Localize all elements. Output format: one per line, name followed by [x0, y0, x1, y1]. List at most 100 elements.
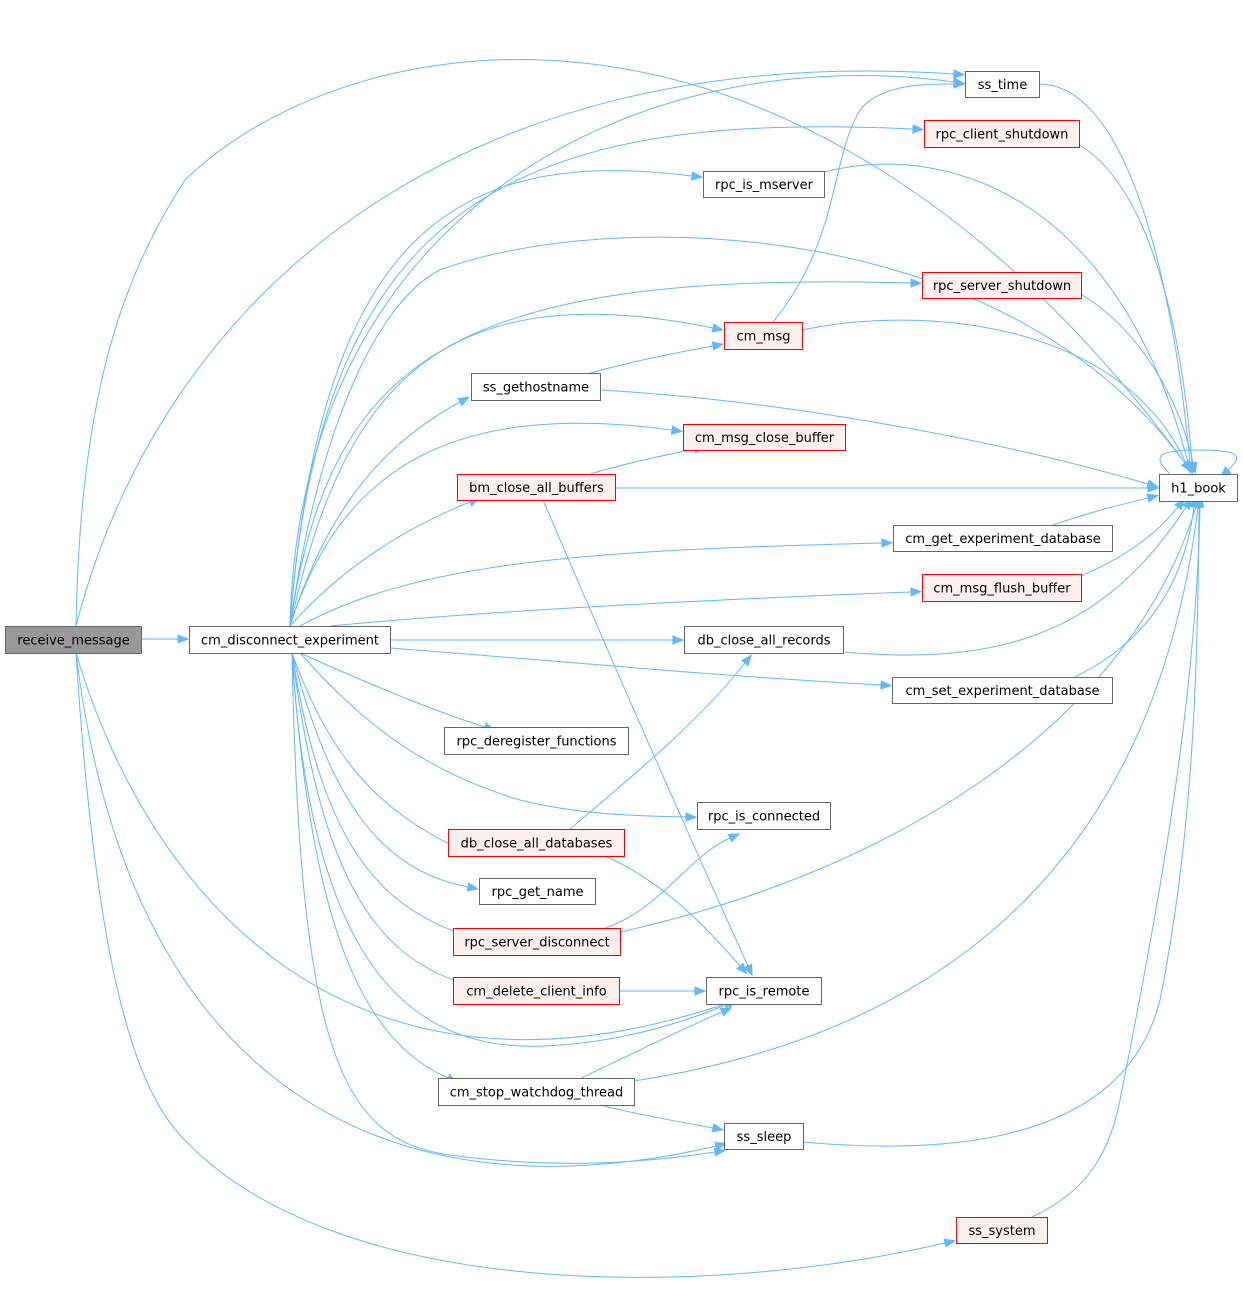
node-receive_message[interactable]: receive_message	[5, 626, 142, 654]
node-ss_system[interactable]: ss_system	[956, 1217, 1048, 1244]
edge-line	[75, 652, 726, 1041]
edge-line	[589, 345, 714, 374]
edge-cm_disconnect_experiment-to-db_close_all_databases	[291, 652, 466, 853]
node-cm_msg_flush_buffer[interactable]: cm_msg_flush_buffer	[922, 574, 1082, 602]
edge-line	[291, 652, 456, 848]
node-rpc_client_shutdown[interactable]: rpc_client_shutdown	[924, 120, 1080, 148]
node-db_close_all_records[interactable]: db_close_all_records	[684, 626, 844, 654]
edge-arrowhead	[672, 635, 685, 645]
node-db_close_all_databases[interactable]: db_close_all_databases	[448, 829, 625, 857]
edge-line	[291, 652, 716, 1164]
node-cm_disconnect_experiment[interactable]: cm_disconnect_experiment	[189, 626, 391, 654]
node-cm_get_experiment_database[interactable]: cm_get_experiment_database	[893, 525, 1113, 552]
node-cm_set_experiment_database[interactable]: cm_set_experiment_database	[892, 677, 1113, 704]
node-box	[5, 626, 142, 654]
edge-arrowhead	[880, 680, 893, 690]
node-label: cm_get_experiment_database	[905, 532, 1101, 547]
node-rpc_is_remote[interactable]: rpc_is_remote	[706, 977, 822, 1005]
node-cm_stop_watchdog_thread[interactable]: cm_stop_watchdog_thread	[438, 1078, 635, 1106]
node-label: rpc_server_shutdown	[933, 279, 1071, 294]
edge-cm_disconnect_experiment-to-rpc_client_shutdown	[289, 124, 925, 627]
edge-db_close_all_databases-to-rpc_is_remote	[604, 855, 748, 975]
node-box	[703, 171, 825, 198]
node-cm_msg_close_buffer[interactable]: cm_msg_close_buffer	[683, 424, 846, 451]
edge-arrowhead	[910, 587, 923, 597]
edge-arrowhead	[694, 986, 707, 996]
node-box	[724, 322, 803, 350]
node-box	[438, 1078, 635, 1106]
node-box	[706, 977, 822, 1005]
edge-line	[289, 422, 673, 627]
node-box	[479, 878, 596, 905]
edge-line	[599, 1104, 714, 1129]
edge-cm_disconnect_experiment-to-rpc_get_name	[291, 652, 480, 892]
edge-line	[289, 401, 461, 627]
node-label: rpc_get_name	[492, 885, 584, 900]
edge-cm_disconnect_experiment-to-cm_stop_watchdog_thread	[291, 652, 459, 1083]
node-label: db_close_all_databases	[461, 837, 613, 852]
node-ss_time[interactable]: ss_time	[965, 71, 1040, 98]
edge-line	[823, 163, 1189, 464]
edge-line	[772, 83, 955, 323]
node-label: rpc_server_disconnect	[464, 936, 609, 951]
node-ss_sleep[interactable]: ss_sleep	[724, 1123, 804, 1150]
node-box	[1159, 474, 1238, 502]
edge-cm_disconnect_experiment-to-cm_msg	[289, 313, 725, 627]
node-rpc_is_connected[interactable]: rpc_is_connected	[697, 802, 831, 830]
edge-line	[1078, 144, 1193, 464]
edge-bm_close_all_buffers-to-h1_book	[615, 483, 1160, 493]
edge-line	[329, 591, 912, 627]
edge-receive_message-to-rpc_is_remote	[75, 652, 736, 1041]
edge-cm_disconnect_experiment-to-cm_msg_flush_buffer	[329, 587, 923, 627]
node-box	[892, 677, 1113, 704]
node-label: rpc_is_remote	[719, 985, 810, 1000]
edge-line	[599, 389, 1149, 485]
edge-line	[604, 855, 741, 967]
edge-h1_book-to-h1_book	[1159, 449, 1238, 478]
node-box	[457, 474, 616, 501]
edge-arrowhead	[1181, 460, 1191, 474]
edge-arrowhead	[685, 812, 698, 822]
node-ss_gethostname[interactable]: ss_gethostname	[471, 373, 601, 401]
node-label: cm_stop_watchdog_thread	[450, 1086, 624, 1101]
node-cm_delete_client_info[interactable]: cm_delete_client_info	[453, 977, 620, 1005]
node-label: ss_gethostname	[483, 381, 589, 396]
node-label: cm_disconnect_experiment	[201, 634, 379, 649]
edge-arrowhead	[711, 323, 725, 333]
edge-receive_message-to-ss_sleep	[75, 652, 728, 1167]
edge-arrowhead	[910, 278, 923, 288]
edge-line	[291, 652, 457, 982]
edge-cm_disconnect_experiment-to-rpc_is_mserver	[289, 170, 704, 627]
edge-line	[289, 501, 471, 627]
edge-line	[75, 59, 1186, 627]
edge-arrowhead	[881, 538, 894, 548]
edge-arrowhead	[670, 425, 684, 435]
edge-cm_set_experiment_database-to-h1_book	[1074, 495, 1199, 678]
edge-line	[289, 170, 693, 627]
edge-arrowhead	[466, 882, 480, 892]
node-box	[453, 928, 621, 956]
edges-layer	[75, 59, 1238, 1278]
node-label: rpc_is_mserver	[715, 178, 814, 193]
edge-line	[75, 652, 717, 1167]
edge-arrowhead	[740, 654, 753, 667]
edge-rpc_server_disconnect-to-h1_book	[619, 496, 1201, 933]
edge-cm_disconnect_experiment-to-ss_gethostname	[289, 396, 470, 627]
edge-line	[619, 506, 1197, 933]
edge-line	[299, 652, 687, 818]
edge-line	[1159, 449, 1238, 475]
edge-arrowhead	[457, 396, 470, 407]
node-h1_book[interactable]: h1_book	[1159, 474, 1238, 502]
node-bm_close_all_buffers[interactable]: bm_close_all_buffers	[457, 474, 616, 501]
node-rpc_server_shutdown[interactable]: rpc_server_shutdown	[922, 272, 1082, 299]
edge-cm_stop_watchdog_thread-to-rpc_is_remote	[580, 1007, 733, 1079]
node-cm_msg[interactable]: cm_msg	[724, 322, 803, 350]
node-rpc_is_mserver[interactable]: rpc_is_mserver	[703, 171, 825, 198]
node-rpc_deregister_functions[interactable]: rpc_deregister_functions	[444, 727, 629, 755]
node-rpc_server_disconnect[interactable]: rpc_server_disconnect	[453, 928, 621, 956]
node-label: ss_time	[978, 78, 1027, 93]
edge-cm_disconnect_experiment-to-db_close_all_records	[390, 635, 685, 645]
edge-line	[580, 1011, 723, 1079]
node-rpc_get_name[interactable]: rpc_get_name	[479, 878, 596, 905]
edge-rpc_is_mserver-to-h1_book	[823, 163, 1193, 474]
